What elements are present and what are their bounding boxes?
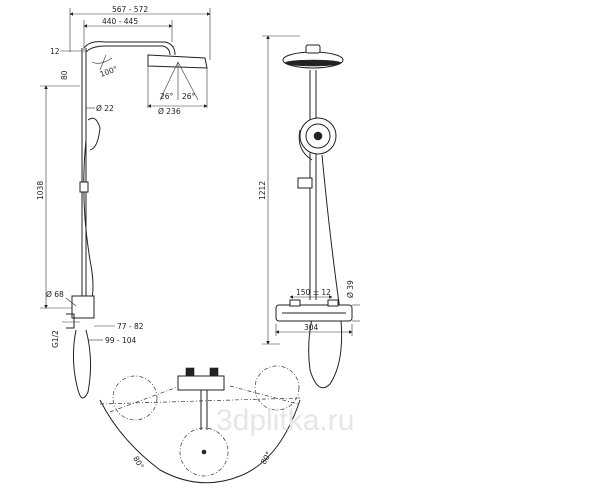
dim-head-angle-left: 26°	[160, 92, 174, 101]
dim-arm-width: 440 - 445	[102, 17, 138, 26]
dim-thread: G1/2	[51, 330, 60, 348]
dim-height-side: 1038	[36, 181, 45, 200]
dim-head-dia: Ø 236	[158, 107, 181, 116]
dim-depth-2: 99 - 104	[105, 336, 137, 345]
dim-pipe-dia: Ø 68	[46, 290, 64, 299]
dim-depth-1: 77 - 82	[117, 322, 144, 331]
dim-angle-right: 80°	[259, 450, 274, 466]
dim-wall-offset: 80	[60, 70, 69, 80]
dim-height-front: 1212	[258, 181, 267, 200]
top-view: 80° 80°	[99, 365, 301, 484]
dim-head-angle-right: 26°	[182, 92, 196, 101]
dim-total-width: 567 - 572	[112, 5, 148, 14]
dim-arm-offset: 12	[50, 47, 60, 56]
front-view: 1212 150 ± 12 Ø 39 304	[258, 35, 360, 389]
dim-mixer-dia: Ø 39	[346, 280, 355, 298]
dim-spacing: 150 ± 12	[296, 288, 331, 297]
dim-mixer-width: 304	[304, 323, 319, 332]
watermark: 3dplitka.ru	[216, 404, 354, 437]
side-view: 567 - 572 440 - 445 12 80 100° Ø 22 26° …	[36, 5, 211, 399]
dim-tube-dia: Ø 22	[96, 104, 114, 113]
